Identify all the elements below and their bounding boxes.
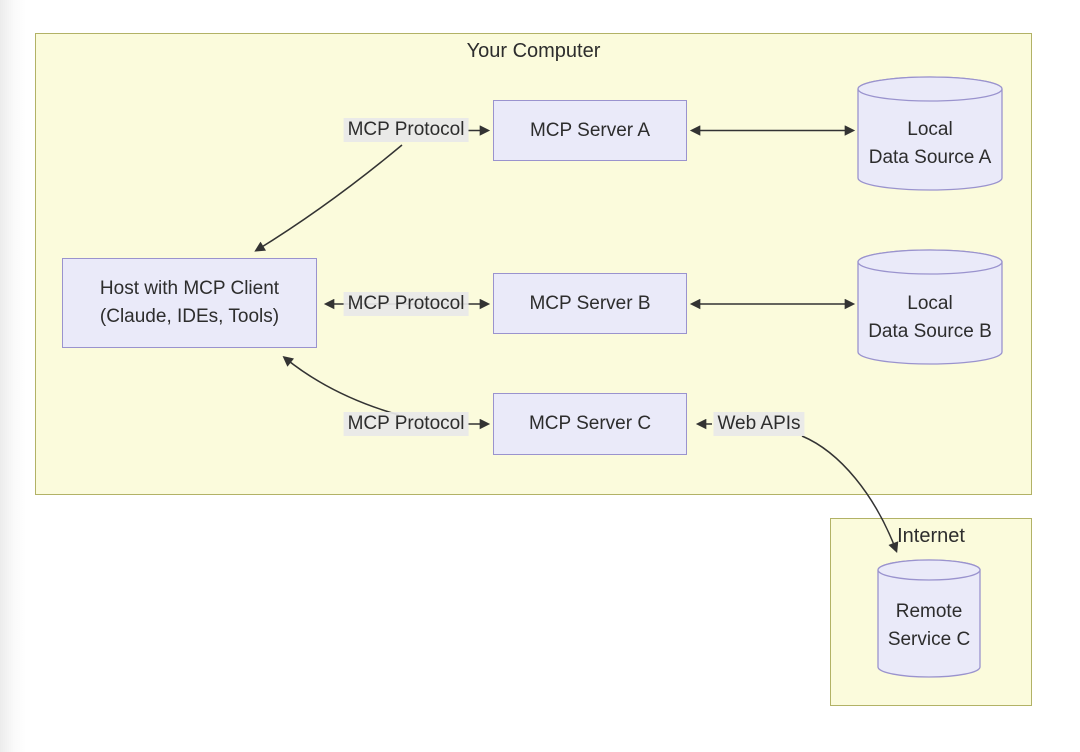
- edge-label-web-apis: Web APIs: [713, 412, 805, 436]
- edge-label-mcp-protocol-c: MCP Protocol: [343, 412, 469, 436]
- server-a-label: MCP Server A: [529, 119, 651, 141]
- node-host-with-mcp-client: Host with MCP Client (Claude, IDEs, Tool…: [62, 258, 317, 348]
- server-c-label: MCP Server C: [528, 413, 652, 434]
- server-b-label: MCP Server B: [529, 292, 651, 314]
- host-label-line2: (Claude, IDEs, Tools): [99, 306, 280, 327]
- remote-c-line1: Remote: [895, 601, 963, 622]
- node-mcp-server-a: MCP Server A: [493, 100, 687, 161]
- node-mcp-server-c: MCP Server C: [493, 393, 687, 455]
- source-b-line2: Data Source B: [868, 321, 992, 342]
- source-a-line2: Data Source A: [868, 147, 992, 168]
- internet-title: Internet: [897, 525, 965, 547]
- edge-label-mcp-protocol-b: MCP Protocol: [343, 292, 469, 316]
- your-computer-title: Your Computer: [466, 40, 601, 62]
- source-b-line1: Local: [907, 293, 953, 314]
- local-data-source-a-label: Local Data Source A: [858, 116, 1002, 172]
- remote-c-line2: Service C: [887, 629, 971, 650]
- local-data-source-b-label: Local Data Source B: [858, 290, 1002, 346]
- edge-label-mcp-protocol-a: MCP Protocol: [343, 118, 469, 142]
- node-mcp-server-b: MCP Server B: [493, 273, 687, 334]
- source-a-line1: Local: [907, 119, 953, 140]
- host-label-line1: Host with MCP Client: [99, 278, 280, 299]
- remote-service-c-label: Remote Service C: [868, 598, 990, 654]
